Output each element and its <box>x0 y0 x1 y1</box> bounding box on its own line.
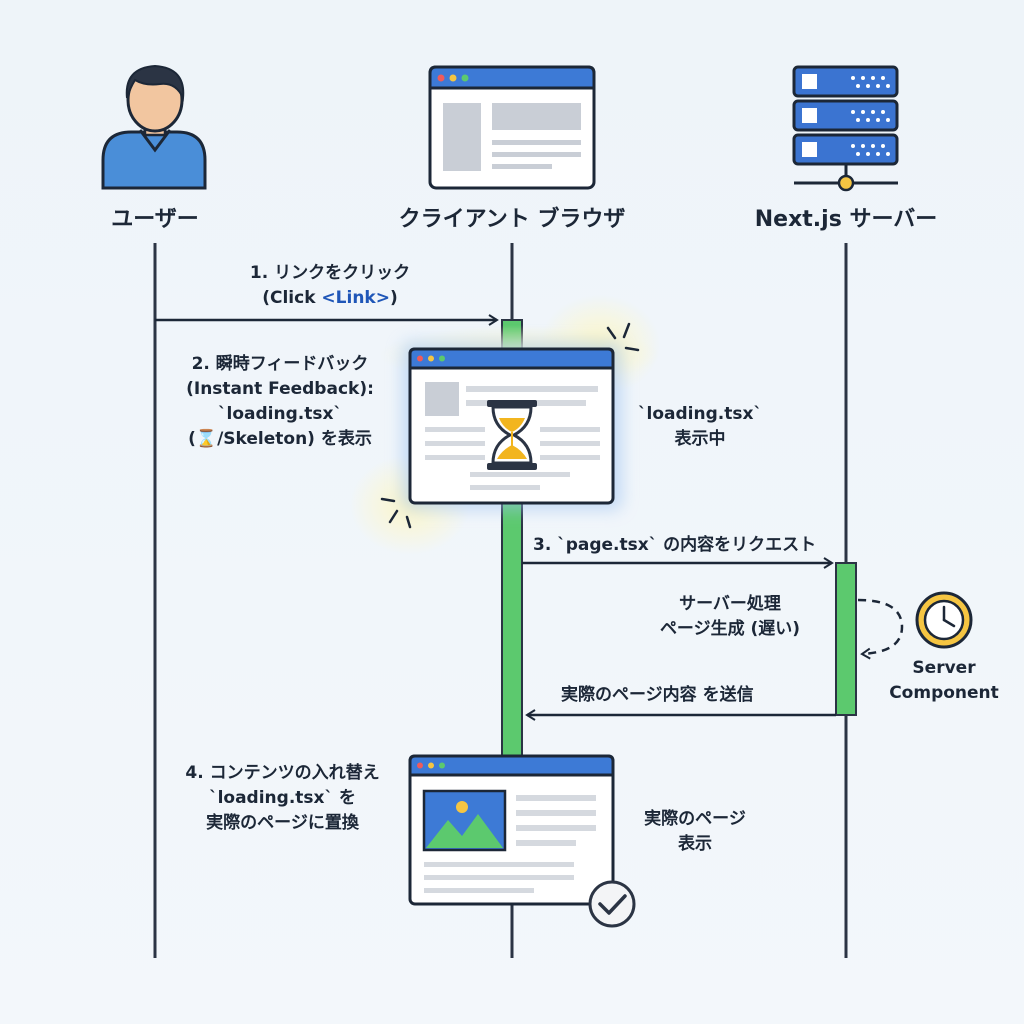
step2-label: 2. 瞬時フィードバック (Instant Feedback): `loadin… <box>160 352 400 452</box>
sparkle-lines-top <box>606 322 640 352</box>
sparkle-lines-bottom <box>380 497 412 529</box>
step4-line1: 4. コンテンツの入れ替え <box>185 763 380 783</box>
server-processing-loop <box>857 598 904 660</box>
server-processing-line2: ページ生成 (遅い) <box>659 619 801 639</box>
browser-window-icon <box>428 65 596 190</box>
step1-label: 1. リンクをクリック (Click <Link>) <box>220 261 440 311</box>
actual-page-note: 実際のページ 表示 <box>620 807 770 857</box>
loading-note-line2: 表示中 <box>674 429 726 449</box>
step4-line3: 実際のページに置換 <box>206 813 359 833</box>
server-activation-bar <box>835 562 857 716</box>
response-label: 実際のページ内容 を送信 <box>561 685 754 705</box>
clock-icon <box>915 591 973 649</box>
hourglass-icon <box>487 400 537 470</box>
server-processing-line1: サーバー処理 <box>679 594 781 614</box>
step2-hourglass-glyph: ⌛ <box>195 429 218 449</box>
loading-note: `loading.tsx` 表示中 <box>625 402 775 452</box>
step4-label: 4. コンテンツの入れ替え `loading.tsx` を 実際のページに置換 <box>155 761 410 836</box>
participant-user-label: ユーザー <box>111 207 199 232</box>
checkmark-icon <box>588 880 636 928</box>
server-rack-icon <box>792 65 899 192</box>
user-avatar-icon <box>101 64 207 190</box>
loading-note-line1: `loading.tsx` <box>638 404 762 424</box>
actual-page-line2: 表示 <box>678 834 712 854</box>
server-component-line1: Server <box>912 658 976 678</box>
image-placeholder-icon <box>422 789 507 852</box>
server-component-line2: Component <box>889 683 999 703</box>
actual-page-line1: 実際のページ <box>644 809 746 829</box>
server-component-note: Server Component <box>880 656 1008 706</box>
step2-line3: `loading.tsx` <box>218 404 342 424</box>
step2-line1: 2. 瞬時フィードバック <box>191 354 369 374</box>
step2-line2: (Instant Feedback): <box>186 379 374 399</box>
actual-page-window <box>408 754 615 906</box>
step3-label: 3. `page.tsx` の内容をリクエスト <box>533 535 817 555</box>
step4-line2: `loading.tsx` を <box>209 788 356 808</box>
server-processing-note: サーバー処理 ページ生成 (遅い) <box>640 592 820 642</box>
participant-server-label: Next.js サーバー <box>754 207 938 232</box>
participant-browser-label: クライアント ブラウザ <box>398 207 626 232</box>
step1-line1: 1. リンクをクリック <box>249 263 411 283</box>
step1-link-tag: <Link> <box>321 288 390 308</box>
step2-line4: (⌛/Skeleton) を表示 <box>188 429 372 449</box>
step1-line2: (Click <Link>) <box>262 288 398 308</box>
